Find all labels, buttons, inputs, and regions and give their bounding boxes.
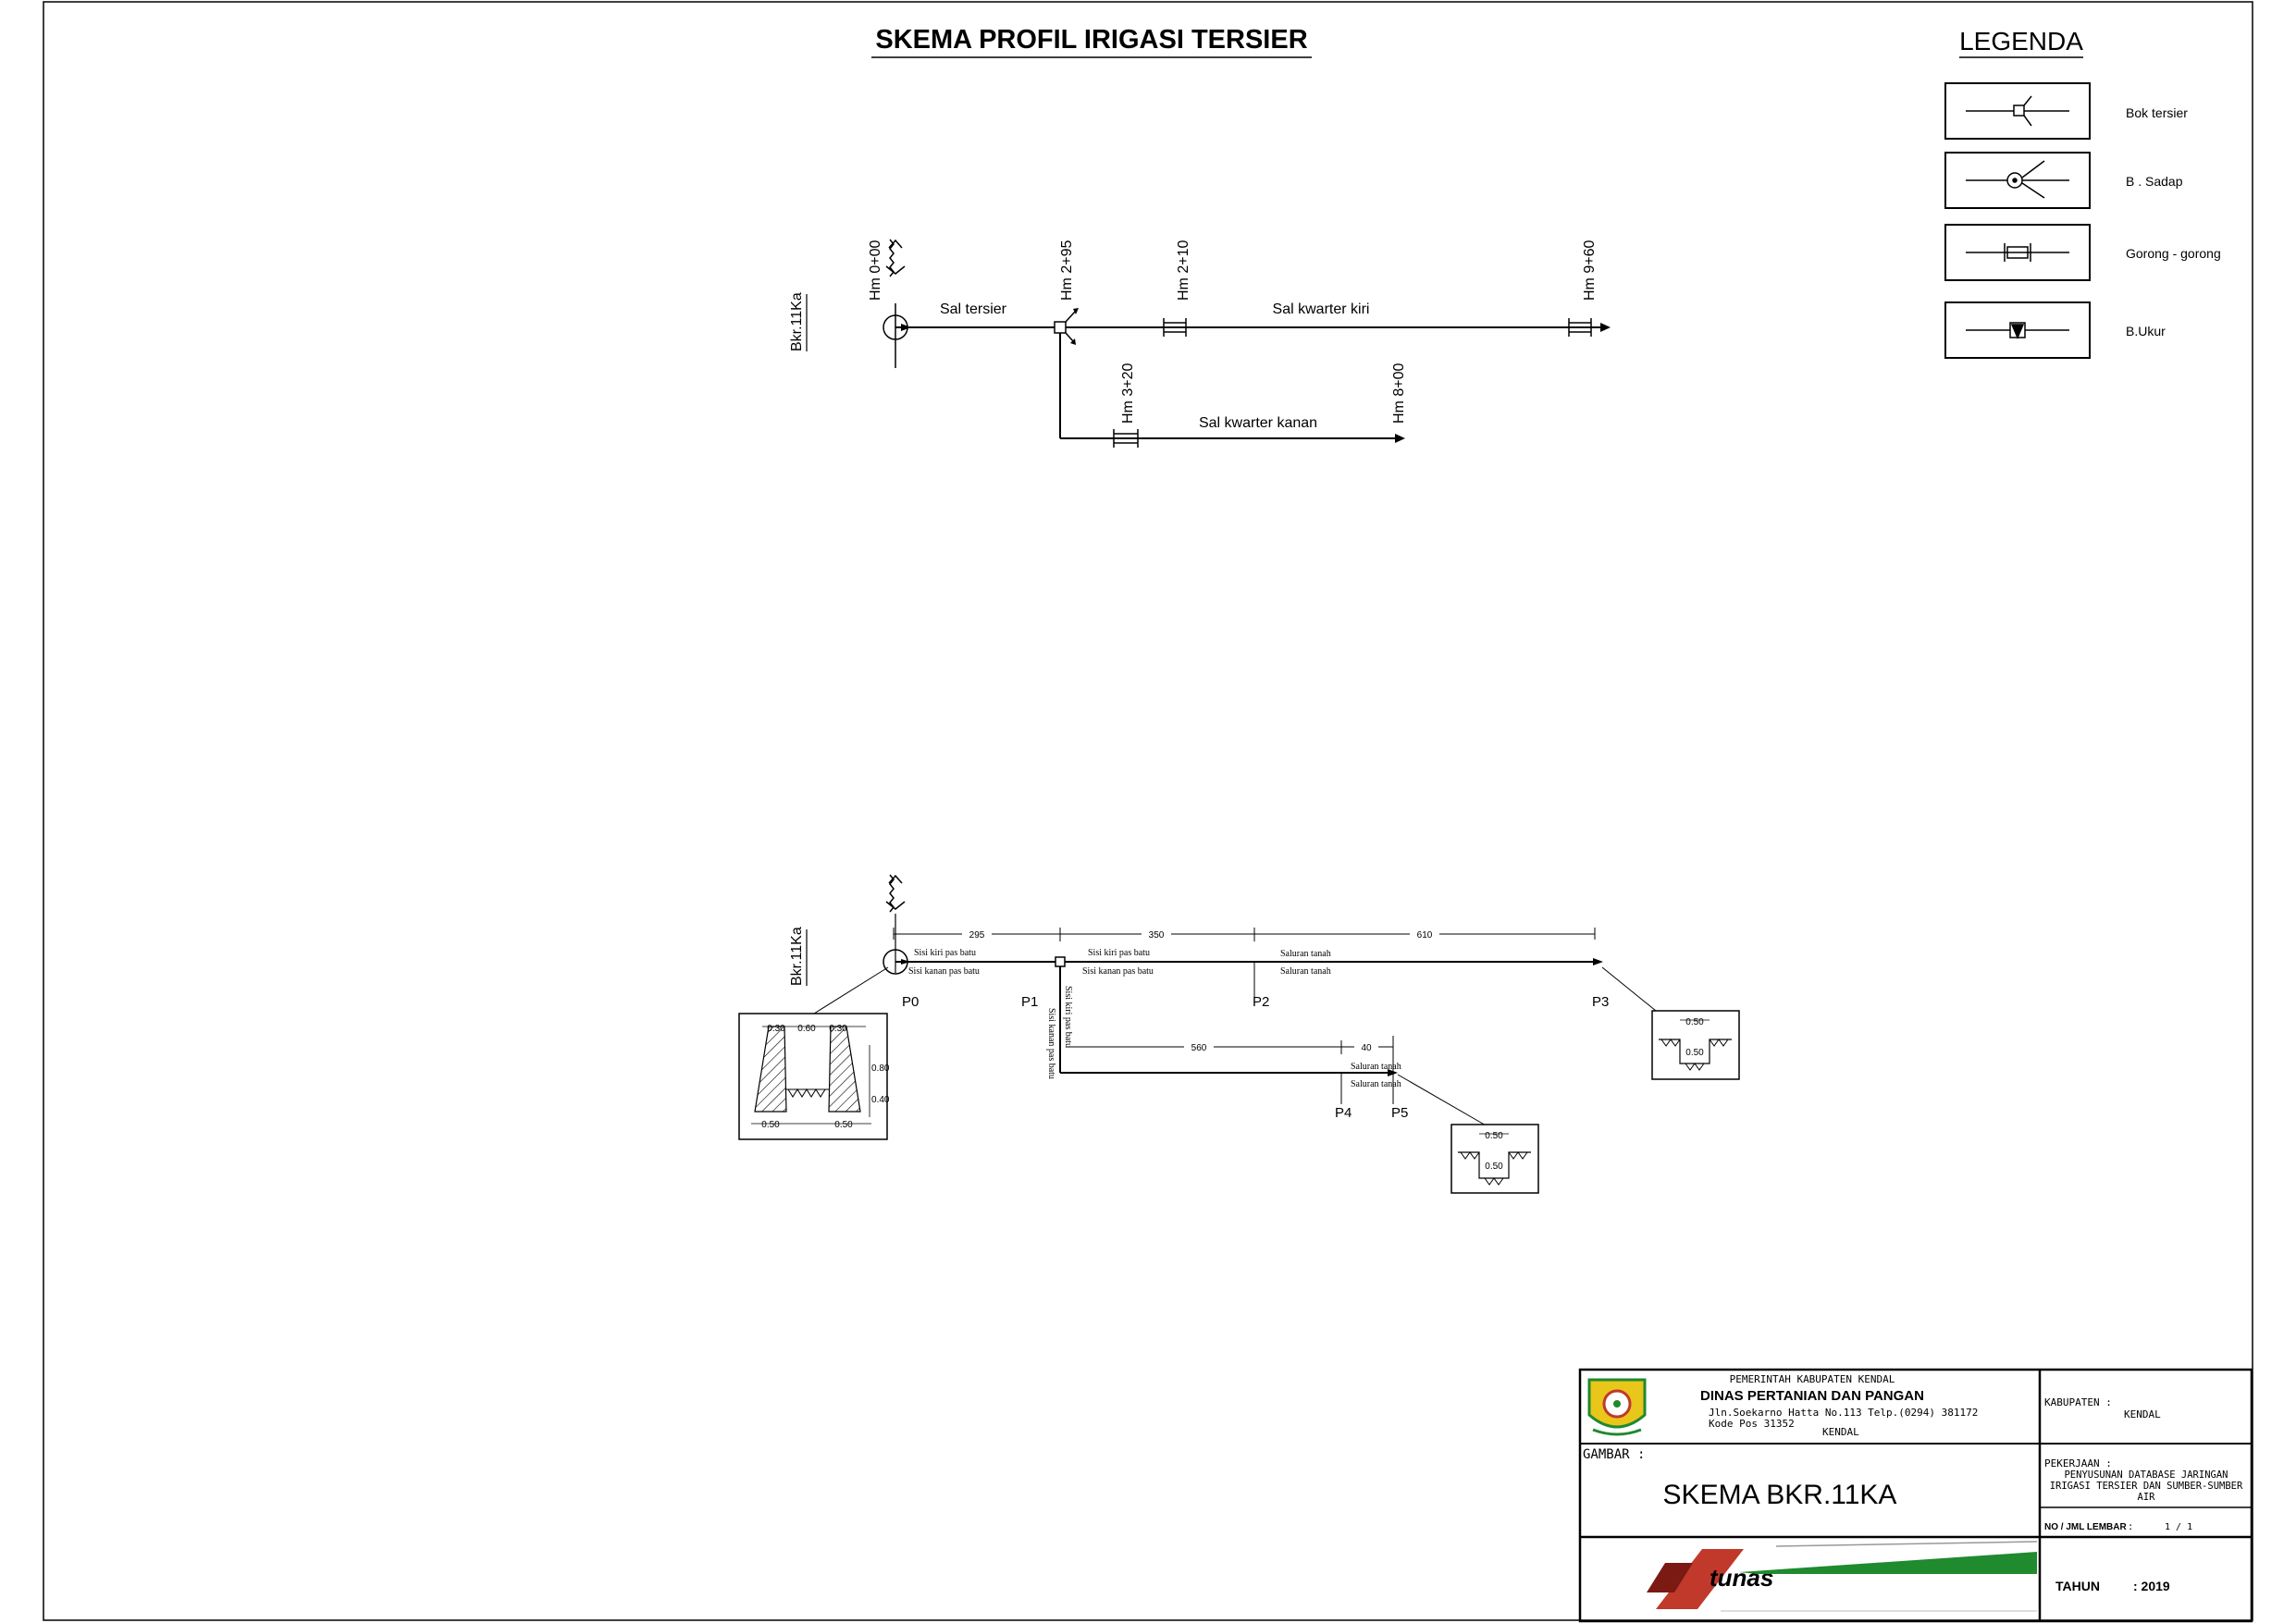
tb-tahun-label: TAHUN (2055, 1579, 2100, 1593)
point-p4: P4 (1335, 1105, 1352, 1121)
hm-320-label: Hm 3+20 (1120, 363, 1136, 424)
consultant-logo: tunas (1647, 1541, 2038, 1612)
legend-label-ukur: B.Ukur (2126, 324, 2166, 338)
tb-kabupaten-label: KABUPATEN : (2044, 1396, 2112, 1408)
gorong-gorong-icon (1966, 243, 2069, 262)
tb-lembar-value: 1 / 1 (2165, 1522, 2192, 1532)
lining-branch-kiri: Sisi kiri pas batu (1063, 986, 1073, 1048)
tb-postal: Kode Pos 31352 (1709, 1418, 1795, 1430)
profile-box-p1 (1055, 956, 1066, 967)
p3-width: 0.50 (1685, 1017, 1704, 1027)
tb-gambar-value: SKEMA BKR.11KA (1663, 1480, 1897, 1510)
bangunan-ukur-icon (1966, 322, 2069, 339)
consultant-name: tunas (1710, 1564, 1773, 1592)
hm-295-label: Hm 2+95 (1059, 240, 1075, 301)
dist-p0-p1: 295 (969, 930, 985, 941)
dist-p2-p3: 610 (1417, 930, 1433, 941)
dim-top-right: 0.30 (829, 1024, 847, 1034)
point-p3: P3 (1592, 994, 1609, 1010)
dim-top-left: 0.30 (767, 1024, 785, 1034)
hm-210-label: Hm 2+10 (1176, 240, 1191, 301)
lining-branch-kanan: Sisi kanan pas batu (1046, 1008, 1056, 1079)
water-source-icon (885, 874, 906, 913)
hm-0-label: Hm 0+00 (868, 240, 883, 301)
profile-intake-label: Bkr.11Ka (789, 927, 805, 986)
profile-diagram: Bkr.11Ka 295 350 610 Sisi kiri pas batu (738, 874, 1740, 1194)
legend-title: LEGENDA (1959, 27, 2083, 55)
legend-box-ukur (1944, 301, 2091, 359)
lining-p2-kanan: Saluran tanah (1280, 966, 1331, 977)
gorong-gorong-symbol (1113, 429, 1139, 448)
section-lined-p0: 0.30 0.60 0.30 0.80 0.40 0.50 0.50 (738, 1013, 890, 1140)
sal-kwarter-kiri-label: Sal kwarter kiri (1273, 301, 1370, 317)
gorong-gorong-symbol (1568, 318, 1592, 337)
bok-tersier-icon (1966, 95, 2069, 127)
gorong-gorong-symbol (1163, 318, 1187, 337)
kendal-logo (1587, 1378, 1647, 1436)
scheme-intake-label: Bkr.11Ka (789, 292, 805, 351)
point-p1: P1 (1021, 994, 1038, 1010)
sheet-border (43, 1, 2253, 1621)
p5-depth: 0.50 (1485, 1162, 1503, 1172)
section-earth-p5: 0.50 0.50 (1450, 1124, 1539, 1194)
water-source-icon (885, 239, 906, 277)
dist-p4-p5: 40 (1361, 1043, 1372, 1053)
legend: LEGENDA Bok tersier B . Sadap Gorong - g… (1944, 27, 2221, 359)
sal-kwarter-kanan-label: Sal kwarter kanan (1199, 415, 1317, 431)
dim-bot-right: 0.50 (834, 1120, 853, 1130)
point-p0: P0 (902, 994, 919, 1010)
lining-p1-kiri: Sisi kiri pas batu (1088, 948, 1150, 958)
scheme-title: SKEMA PROFIL IRIGASI TERSIER (875, 25, 1307, 55)
dim-bot-left: 0.50 (761, 1120, 780, 1130)
lining-p2-kiri: Saluran tanah (1280, 949, 1331, 959)
tb-gambar-label: GAMBAR : (1583, 1447, 1645, 1462)
scheme-diagram: Bkr.11Ka Hm 0+00 Sal tersier Hm 2+95 (789, 239, 1611, 448)
section-earth-p3: 0.50 0.50 (1651, 1010, 1740, 1080)
legend-box-gorong (1944, 224, 2091, 281)
tb-gov: PEMERINTAH KABUPATEN KENDAL (1730, 1373, 1895, 1385)
point-p5: P5 (1391, 1105, 1408, 1121)
main-channel-arrow (1600, 323, 1611, 332)
lining-p1-kanan: Sisi kanan pas batu (1082, 966, 1154, 977)
legend-label-bok: Bok tersier (2126, 105, 2188, 120)
legend-label-gorong: Gorong - gorong (2126, 246, 2221, 261)
bok-tersier-symbol (1054, 321, 1067, 334)
tb-pekerjaan-2: IRIGASI TERSIER DAN SUMBER-SUMBER (2050, 1481, 2243, 1492)
title-block: PEMERINTAH KABUPATEN KENDAL DINAS PERTAN… (1578, 1368, 2253, 1623)
lining-p0-kanan: Sisi kanan pas batu (908, 966, 980, 977)
tb-address: Jln.Soekarno Hatta No.113 Telp.(0294) 38… (1709, 1407, 1978, 1419)
dim-h-lower: 0.40 (871, 1095, 890, 1105)
dim-h-upper: 0.80 (871, 1064, 890, 1074)
hm-800-label: Hm 8+00 (1391, 363, 1407, 424)
lining-p4-kanan: Saluran tanah (1351, 1079, 1401, 1089)
dist-p1-p4: 560 (1191, 1043, 1207, 1053)
tb-kabupaten-value: KENDAL (2124, 1408, 2161, 1420)
tb-pekerjaan-1: PENYUSUNAN DATABASE JARINGAN (2064, 1469, 2228, 1481)
tb-pekerjaan-label: PEKERJAAN : (2044, 1457, 2112, 1469)
hm-960-label: Hm 9+60 (1582, 240, 1598, 301)
lining-p4-kiri: Saluran tanah (1351, 1062, 1401, 1072)
lining-p0-kiri: Sisi kiri pas batu (914, 948, 976, 958)
tb-lembar-label: NO / JML LEMBAR : (2044, 1522, 2132, 1532)
legend-box-sadap (1944, 152, 2091, 209)
p5-width: 0.50 (1485, 1131, 1503, 1141)
tb-agency: DINAS PERTANIAN DAN PANGAN (1700, 1388, 1924, 1404)
legend-box-bok (1944, 82, 2091, 140)
dist-p1-p2: 350 (1149, 930, 1165, 941)
dim-top-mid: 0.60 (797, 1024, 816, 1034)
tb-tahun-value: : 2019 (2133, 1579, 2170, 1593)
tb-pekerjaan-3: AIR (2138, 1492, 2156, 1503)
bangunan-sadap-icon (1966, 160, 2069, 199)
sal-tersier-label: Sal tersier (940, 301, 1007, 317)
p3-depth: 0.50 (1685, 1048, 1704, 1058)
point-p2: P2 (1253, 994, 1269, 1010)
legend-label-sadap: B . Sadap (2126, 174, 2183, 189)
tb-city: KENDAL (1822, 1426, 1859, 1438)
